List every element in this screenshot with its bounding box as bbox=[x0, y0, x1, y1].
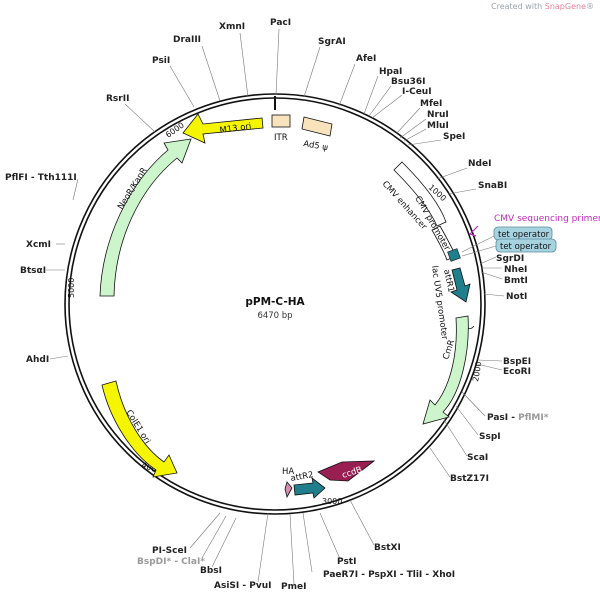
attr2-arrow bbox=[293, 477, 326, 499]
site-bsu36i: Bsu36I bbox=[391, 77, 426, 87]
tick-3000: 3000 bbox=[322, 497, 342, 506]
tet-operator-box bbox=[447, 248, 461, 262]
cmv-enhancer-arc bbox=[393, 161, 447, 227]
snapgene-watermark: Created with SnapGene® bbox=[491, 2, 594, 11]
site-snabi: SnaBI bbox=[478, 181, 507, 191]
plasmid-name: pPM-C-HA bbox=[245, 296, 305, 308]
watermark-brand: SnapGene bbox=[544, 2, 586, 11]
site-nhei: NheI bbox=[504, 265, 527, 275]
ha-tag bbox=[284, 481, 293, 499]
site-noti: NotI bbox=[506, 292, 527, 302]
cole1-ori-arrow bbox=[101, 380, 178, 478]
site-xmni: XmnI bbox=[219, 22, 245, 32]
site-leader-lines bbox=[46, 28, 505, 585]
neor-kanr-arrow bbox=[99, 138, 192, 297]
site-paer7i-pspxi-tlii-xhoi: PaeR7I - PspXI - TliI - XhoI bbox=[323, 570, 455, 580]
site-hpai: HpaI bbox=[379, 67, 402, 77]
ha-label: HA bbox=[282, 467, 294, 477]
site-ndei: NdeI bbox=[468, 159, 491, 169]
site-psti: PstI bbox=[337, 557, 356, 567]
site-nrui: NruI bbox=[427, 110, 449, 120]
site-sspi: SspI bbox=[479, 432, 501, 442]
site-bspdi-clai: BspDI* - ClaI* bbox=[137, 557, 205, 567]
cmv-seq-primer-arrow bbox=[468, 225, 479, 237]
itr-label: ITR bbox=[274, 133, 288, 143]
site-bspei: BspEI bbox=[503, 357, 531, 367]
cmv-seq-primer-label: CMV sequencing primer bbox=[494, 214, 600, 224]
site-bstxi: BstXI bbox=[374, 543, 401, 553]
site-pi-scei: PI-SceI bbox=[152, 546, 187, 556]
site-i-ceui: I-CeuI bbox=[402, 87, 432, 97]
tet-operator-2-label: tet operator bbox=[500, 242, 552, 252]
m13-ori-arrow bbox=[182, 113, 264, 144]
site-pmei: PmeI bbox=[281, 582, 306, 592]
site-btsai: BtsαI bbox=[20, 266, 46, 276]
ad5-psi-label: Ad5 ψ bbox=[302, 139, 329, 153]
site-rsrii: RsrII bbox=[106, 94, 129, 104]
site-xcmi: XcmI bbox=[26, 240, 51, 250]
site-pasi-group: PasI - PflMI* bbox=[487, 413, 549, 423]
site-scai: ScaI bbox=[467, 453, 488, 463]
site-ahdi: AhdI bbox=[26, 355, 49, 365]
site-sgrdi: SgrDI bbox=[496, 254, 524, 264]
cmr-arrow bbox=[422, 315, 469, 425]
site-pasi: PasI bbox=[487, 413, 508, 423]
site-pasi-separator: - bbox=[508, 413, 518, 423]
m13-ori-label: M13 ori bbox=[219, 122, 252, 136]
tick-2000: 2000 bbox=[471, 361, 483, 383]
tet-operator-2-badge bbox=[495, 238, 557, 253]
attr1-arrow bbox=[450, 267, 471, 303]
tet-operator-1-label: tet operator bbox=[498, 230, 550, 240]
site-pflfi-tth111i: PflFI - Tth111I bbox=[5, 173, 77, 183]
plasmid-length: 6470 bp bbox=[257, 311, 292, 321]
attr2-label: attR2 bbox=[290, 470, 315, 484]
site-asisi-pvui: AsiSI - PvuI bbox=[214, 581, 271, 591]
site-pflmi: PflMI* bbox=[518, 413, 549, 423]
site-spei: SpeI bbox=[443, 132, 465, 142]
backbone-outer-strand bbox=[64, 93, 486, 515]
site-bmti: BmtI bbox=[504, 276, 528, 286]
watermark-mark: ® bbox=[586, 2, 594, 11]
site-afei: AfeI bbox=[356, 54, 376, 64]
itr-box bbox=[271, 114, 291, 128]
tet-operator-2-leader bbox=[461, 245, 497, 257]
site-draiii: DraIII bbox=[173, 35, 201, 45]
site-sgrai: SgrAI bbox=[318, 37, 346, 47]
site-mlui: MluI bbox=[427, 121, 449, 131]
site-mfei: MfeI bbox=[420, 99, 442, 109]
ccdb-arrow bbox=[317, 460, 376, 482]
tet-operator-1-leader bbox=[461, 235, 495, 253]
attr1-label: attR1 bbox=[441, 269, 456, 294]
site-ecori: EcoRI bbox=[503, 367, 531, 377]
watermark-prefix: Created with bbox=[491, 2, 543, 11]
site-paci: PacI bbox=[270, 18, 291, 28]
ad5-psi-box bbox=[301, 116, 333, 137]
tick-5000: 5000 bbox=[67, 278, 76, 298]
site-psii: PsiI bbox=[152, 56, 170, 66]
site-bbsi: BbsI bbox=[200, 566, 222, 576]
site-bstz17i: BstZ17I bbox=[450, 474, 489, 484]
